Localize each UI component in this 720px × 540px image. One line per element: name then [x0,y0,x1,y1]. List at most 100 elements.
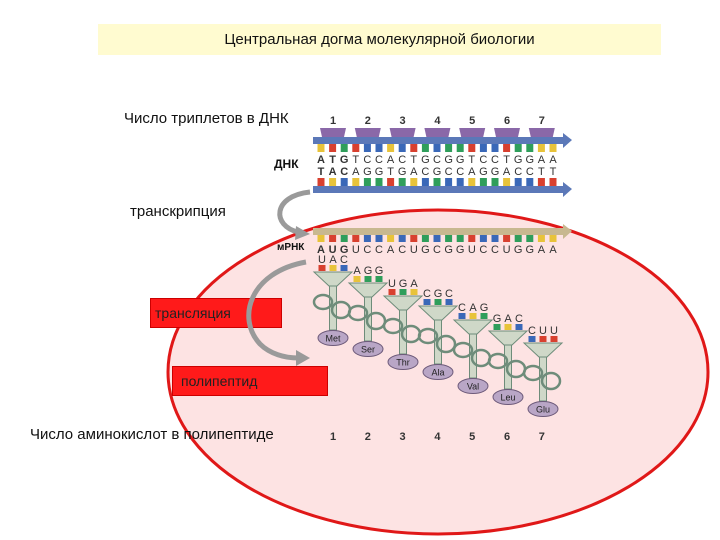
dna-bottom-base-letter: C [526,166,534,178]
triplet-number: 4 [434,115,441,127]
anticodon-tick [364,276,372,282]
dna-top-base-letter: A [317,154,325,166]
dna-top-base-tick [340,144,348,152]
anticodon-letter: A [329,254,337,266]
dna-top-base-letter: C [491,154,499,166]
mrna-strand-tip [563,224,572,239]
amino-number: 1 [330,431,336,443]
dna-bottom-base-tick [375,178,383,186]
mrna-strand [313,228,563,235]
page-title: Центральная догма молекулярной биологии [224,31,535,48]
dna-top-base-letter: A [538,154,546,166]
amino-number: 7 [539,431,545,443]
anticodon-tick [340,265,348,271]
dna-bottom-base-tick [329,178,337,186]
dna-bottom-base-letter: A [468,166,476,178]
amino-acid-oval [492,389,524,405]
amino-acid-oval [317,330,349,346]
trna-loop-left [312,293,334,311]
trna-loop-right [435,334,457,354]
dna-top-base-letter: G [340,154,349,166]
mrna-base-ticks [317,235,557,242]
mrna-base-letter: U [329,244,337,256]
mrna-base-tick [317,235,325,242]
mrna-base-tick [514,235,522,242]
dna-top-base-letter: G [526,154,535,166]
anticodon-letter: C [458,302,466,314]
dna-bottom-strand [313,186,563,193]
mrna-base-letter: C [479,244,487,256]
anticodon-tick [318,265,326,271]
dna-bottom-base-letter: C [421,166,429,178]
trna-cup [382,295,424,311]
mrna-base-letter: C [363,244,371,256]
trna-cup [417,305,459,321]
mrna-base-tick [503,235,511,242]
dna-top-base-tick [329,144,337,152]
dna-top-base-tick [503,144,511,152]
anticodon-tick [539,336,547,342]
dna-top-base-tick [445,144,453,152]
dna-triplet-block [424,128,451,137]
trna-loop-left [522,364,544,382]
anticodon-letter: G [493,313,502,325]
dna-top-strand [313,137,563,144]
mrna-base-tick [352,235,360,242]
trna-loop-left [452,341,474,359]
amino-acid-label: Glu [536,405,550,415]
dna-triplet-blocks [320,128,555,137]
dna-triplet-block [528,128,555,137]
mrna-base-letter: G [526,244,535,256]
dna-top-base-tick [410,144,418,152]
dna-bottom-base-tick [503,178,511,186]
dna-triplet-block [389,128,416,137]
anticodon-letter: C [423,288,431,300]
dna-bottom-base-tick [514,178,522,186]
dna-top-base-tick [526,144,534,152]
anticodon-tick [469,313,477,319]
amino-acid-oval [387,354,419,370]
mrna-base-letter: C [398,244,406,256]
mrna-base-letter: G [514,244,523,256]
dna-bottom-base-tick [410,178,418,186]
trna-cup [312,271,354,287]
trna-cup [452,319,494,335]
anticodon-tick [375,276,383,282]
dna-bottom-base-letter: T [550,166,557,178]
anticodon-tick [445,299,453,305]
translation-label: трансляция [155,305,231,321]
anticodon-letter: C [340,254,348,266]
anticodon-letter: A [353,265,361,277]
mrna-base-tick [468,235,476,242]
amino-number: 2 [365,431,371,443]
dna-top-base-tick [421,144,429,152]
anticodon-letter: C [528,325,536,337]
dna-top-base-letter: G [421,154,430,166]
dna-top-base-tick [537,144,545,152]
dna-triplet-block [459,128,486,137]
amino-acid-label: Val [467,382,479,392]
mrna-base-tick [398,235,406,242]
amino-acid-label: Ser [361,345,375,355]
anticodon-tick [399,289,407,295]
dna-bottom-base-tick [491,178,499,186]
anticodon-letter: C [445,288,453,300]
dna-top-base-tick [468,144,476,152]
anticodon-letter: C [515,313,523,325]
mrna-base-tick [526,235,534,242]
trna-cup [522,342,564,358]
dna-top-base-tick [375,144,383,152]
dna-bottom-base-letter: G [375,166,384,178]
anticodon-tick [480,313,488,319]
dna-bottom-base-letter: C [340,166,348,178]
anticodon-letter: G [375,265,384,277]
